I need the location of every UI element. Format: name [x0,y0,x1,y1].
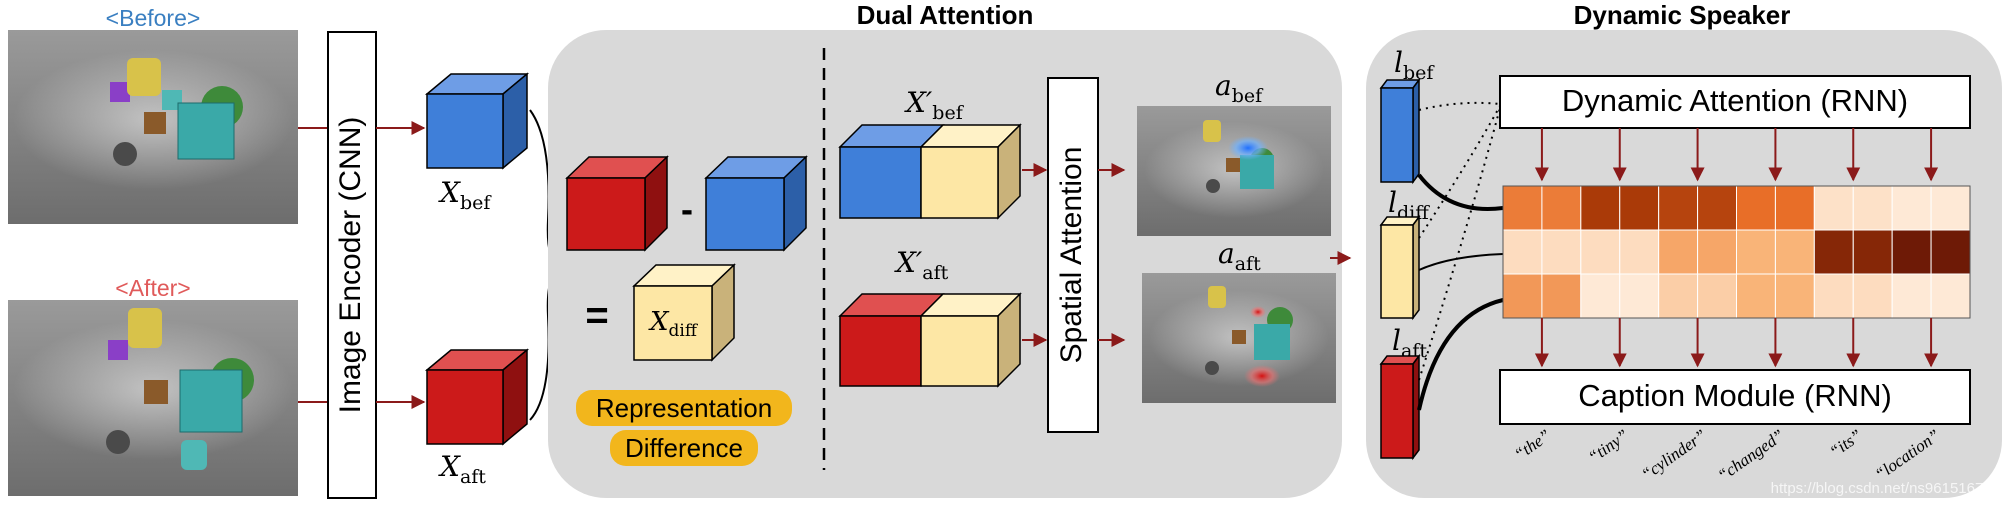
repr-line-2: Difference [625,433,743,463]
heatmap-border [1502,185,1971,319]
heatmap-cell [1502,229,1543,275]
heatmap-cell [1697,185,1738,231]
conn-diff-heatmap [1418,253,1504,271]
heatmap-cell [1580,185,1621,231]
heatmap-cell [1502,273,1543,319]
heatmap-cell [1541,229,1582,275]
dynamic-speaker-title: Dynamic Speaker [1574,0,1791,30]
x-bef-label: Xbef [438,176,492,214]
heatmap-cell [1619,229,1660,275]
heatmap-cell [1658,273,1699,319]
repr-highlight-1 [576,390,792,426]
heatmap-cell [1736,229,1776,275]
repr-line-1: Representation [596,393,772,423]
spatial-attention-label: Spatial Attention [1055,147,1088,364]
teal-small-cube [162,90,182,110]
heatmap-cell [1774,229,1815,275]
conn-bef-heatmap [1417,173,1504,211]
heatmap-cell [1658,229,1699,275]
heatmap-cell [1658,185,1699,231]
dotted-aft-attn [1418,107,1501,381]
before-label: <Before> [106,5,201,31]
dotted-diff-attn [1418,105,1501,239]
a-bef-label: abef [1215,69,1264,107]
x-diff-label: Xdiff [648,307,699,341]
heatmap-cell [1774,273,1815,319]
heatmap-cell [1697,273,1738,319]
heatmap-cell [1697,229,1738,275]
heatmap-cell [1852,273,1893,319]
x-bef-cube [424,72,530,170]
l-bef-label: lbef [1394,46,1435,84]
a-aft-label: aaft [1218,237,1261,275]
heatmap-cell [1619,273,1660,319]
heatmap-cell [1813,185,1854,231]
heatmap-cell [1580,273,1621,319]
teal-large-cube [177,102,235,160]
heatmap-cell [1541,185,1582,231]
yellow-cylinder [127,58,161,96]
heatmap-cell [1813,229,1854,275]
heatmap-cell [1541,273,1582,319]
minus-sign: - [681,189,693,230]
equals-sign: = [585,294,608,338]
heatmap-cell [1619,185,1660,231]
x-bef-prime-label: X′bef [904,86,965,124]
purple-cube [110,82,130,102]
before-image [8,30,298,224]
attention-to-heatmap-arrows [1534,128,1939,182]
after-image [8,300,298,496]
brown-cube [144,112,166,134]
heatmap-cell [1736,185,1776,231]
a-aft-attention-map [1142,273,1336,403]
a-bef-attention-map [1137,106,1331,236]
dual-attention-title: Dual Attention [857,0,1034,30]
heatmap-cell [1852,185,1893,231]
x-aft-label: Xaft [438,450,486,488]
dynamic-attention-label: Dynamic Attention (RNN) [1562,83,1908,118]
x-diff-cube [632,263,736,362]
dotted-bef-attn [1418,101,1501,111]
heatmap-cell [1930,229,1971,275]
image-encoder-box [327,31,377,499]
caption-module-label: Caption Module (RNN) [1578,378,1892,413]
spatial-attention-box [1047,77,1099,433]
l-diff-vector [1379,214,1421,321]
x-aft-prime-label: X′aft [894,246,949,284]
conn-aft-heatmap [1417,298,1504,411]
heatmap-cell [1774,185,1815,231]
x-aft-prime-cube [838,292,1022,388]
heatmap-cell [1891,273,1932,319]
heatmap-cell [1580,229,1621,275]
heatmap-cell [1736,273,1776,319]
diff-blue-cube [704,155,808,252]
heatmap-cell [1891,229,1932,275]
repr-highlight-2 [610,430,758,466]
dynamic-attention-box [1499,75,1971,129]
heatmap-cell [1930,185,1971,231]
heatmap-cell [1891,185,1932,231]
watermark: https://blog.csdn.net/ns961516792 [1771,480,2000,497]
after-label: <After> [115,275,190,301]
image-encoder-label: Image Encoder (CNN) [334,117,367,414]
heatmap-cell [1930,273,1971,319]
heatmap-cell [1852,229,1893,275]
gray-sphere [113,142,137,166]
l-bef-vector [1379,77,1421,185]
heatmap-cell [1502,185,1543,231]
heatmap-to-caption-arrows [1534,318,1939,368]
x-bef-prime-cube [838,123,1022,220]
diff-red-cube [565,155,669,252]
attention-heatmap [1502,185,1971,319]
l-aft-vector [1379,353,1421,461]
heatmap-cell [1813,273,1854,319]
caption-module-box [1499,369,1971,425]
x-aft-cube [424,348,530,446]
